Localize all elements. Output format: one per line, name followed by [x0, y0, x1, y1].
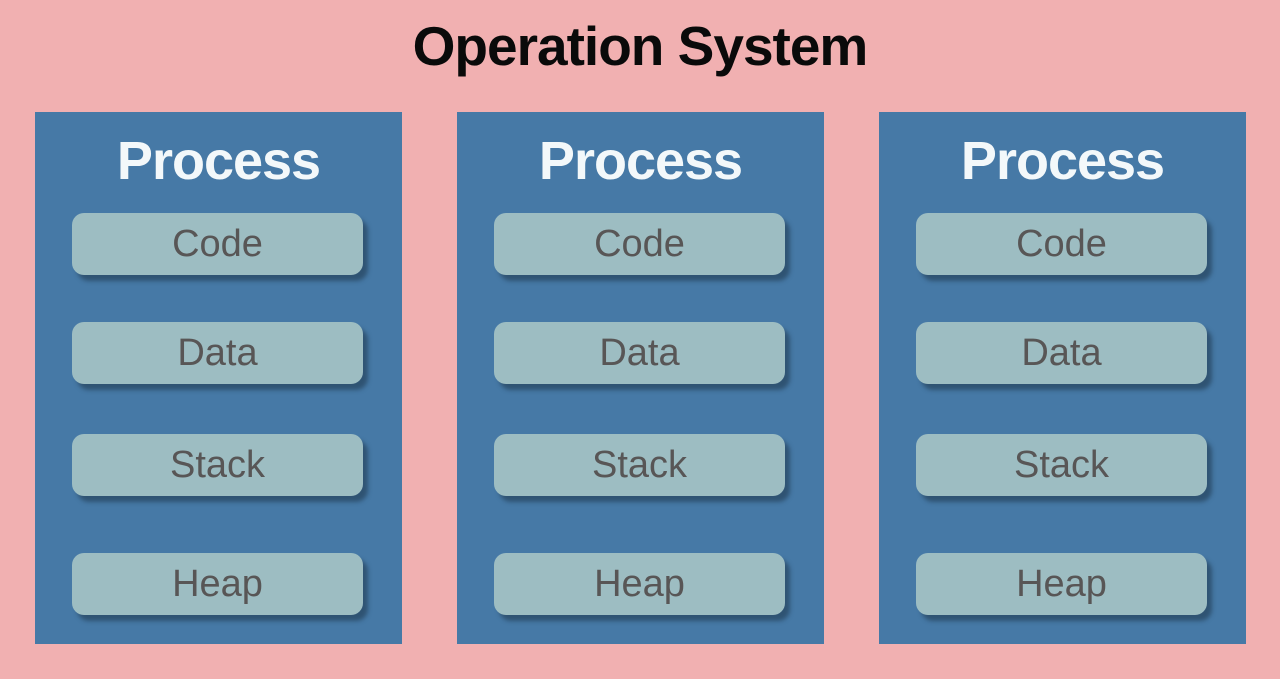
- segment-stack: Stack: [916, 434, 1207, 496]
- segment-heap: Heap: [916, 553, 1207, 615]
- process-card-title: Process: [960, 131, 1165, 191]
- segment-data: Data: [494, 322, 785, 384]
- segment-stack: Stack: [72, 434, 363, 496]
- process-card-2: Process Code Data Stack Heap: [457, 112, 824, 644]
- diagram-title: Operation System: [412, 15, 869, 77]
- process-card-3: Process Code Data Stack Heap: [879, 112, 1246, 644]
- segment-stack: Stack: [494, 434, 785, 496]
- segment-data: Data: [916, 322, 1207, 384]
- segment-code: Code: [916, 213, 1207, 275]
- process-card-title: Process: [116, 131, 321, 191]
- segment-code: Code: [72, 213, 363, 275]
- segment-data: Data: [72, 322, 363, 384]
- process-card-title: Process: [538, 131, 743, 191]
- segment-heap: Heap: [494, 553, 785, 615]
- process-card-1: Process Code Data Stack Heap: [35, 112, 402, 644]
- segment-code: Code: [494, 213, 785, 275]
- segment-heap: Heap: [72, 553, 363, 615]
